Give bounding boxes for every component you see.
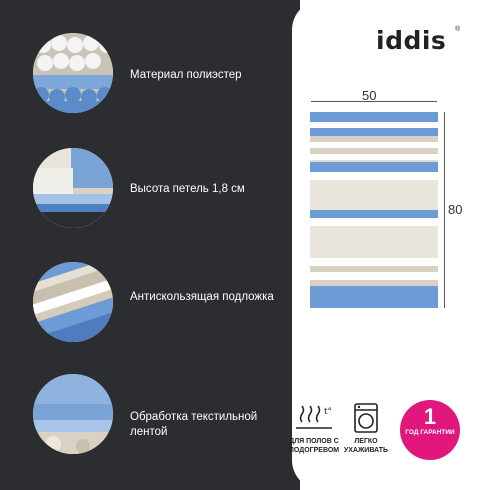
heated-floor-icon: t° <box>296 405 332 429</box>
guarantee-badge: 1 ГОД ГАРАНТИИ <box>400 400 460 460</box>
svg-text:t°: t° <box>324 407 332 417</box>
feature-label-loop-height: Высота петель 1,8 см <box>130 183 245 195</box>
feature-image-loop-height <box>33 148 113 228</box>
rug-image <box>310 112 438 308</box>
width-arrow <box>311 101 437 102</box>
guarantee-text: ГОД ГАРАНТИИ <box>405 429 455 436</box>
washing-machine-icon <box>354 403 378 433</box>
height-dimension: 80 <box>448 202 463 217</box>
brand-logo: iddis <box>376 26 447 55</box>
feature-image-anti-slip <box>33 262 113 342</box>
brand-registered-mark: ® <box>455 26 461 33</box>
guarantee-number: 1 <box>423 404 437 429</box>
feature-image-edge-tape <box>33 374 113 454</box>
heated-floor-label: ДЛЯ ПОЛОВ С ПОДОГРЕВОМ <box>288 438 340 454</box>
feature-label-edge-tape: Обработка текстильной лентой <box>130 411 258 438</box>
width-dimension: 50 <box>362 88 377 103</box>
height-arrow <box>444 112 445 308</box>
feature-label-material: Материал полиэстер <box>130 69 242 81</box>
washing-machine-label: ЛЕГКО УХАЖИВАТЬ <box>343 438 389 454</box>
feature-label-anti-slip: Антискользящая подложка <box>130 291 274 303</box>
feature-image-material <box>33 33 113 113</box>
